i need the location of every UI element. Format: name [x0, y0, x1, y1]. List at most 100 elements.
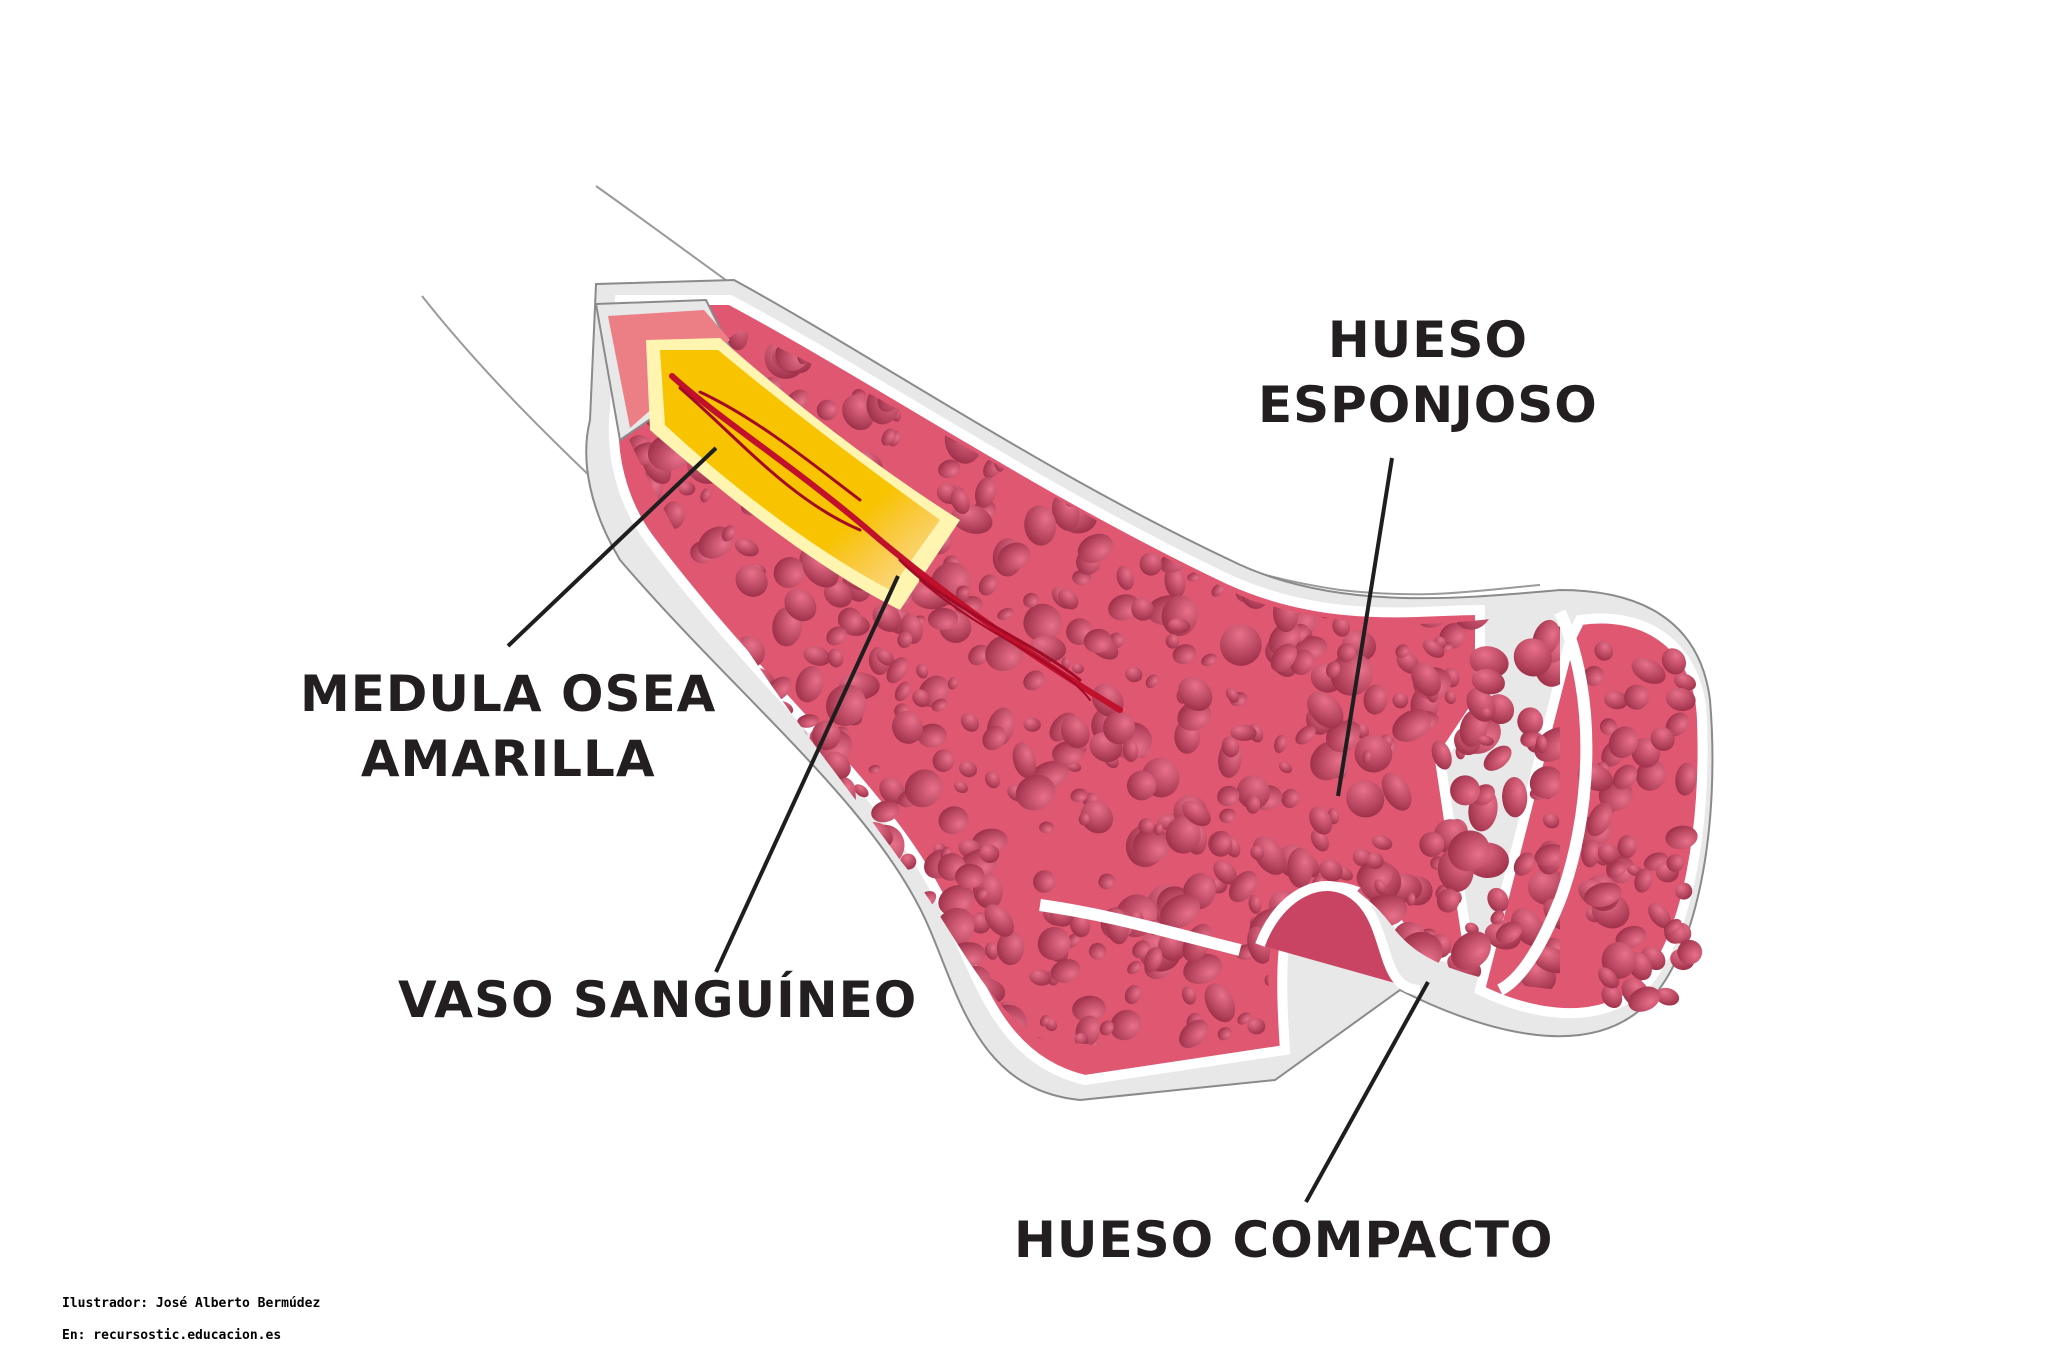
pore [1250, 552, 1264, 562]
pore [726, 870, 740, 889]
pore [1148, 483, 1171, 506]
pore [1365, 569, 1396, 589]
pore [1208, 336, 1224, 351]
pore [795, 666, 824, 703]
pore [1175, 393, 1190, 407]
pore [1478, 438, 1493, 457]
pore [1601, 985, 1623, 1009]
pore [1165, 633, 1180, 649]
pore [1546, 477, 1560, 498]
pore [1427, 448, 1456, 471]
pore [1334, 1041, 1363, 1060]
pore [675, 1064, 689, 1079]
pore [1255, 484, 1276, 510]
pore [754, 773, 795, 811]
pore [781, 771, 793, 785]
pore [1182, 379, 1208, 402]
pore [1527, 443, 1555, 468]
pore [1411, 662, 1442, 697]
pore [876, 649, 895, 666]
pore [1108, 594, 1140, 621]
pore [1230, 724, 1257, 741]
pore [1431, 740, 1452, 770]
pore [1624, 684, 1649, 710]
pore [665, 816, 682, 835]
pore [1058, 417, 1081, 439]
pore [866, 1036, 885, 1060]
pore [1628, 986, 1661, 1012]
pore [1029, 336, 1065, 375]
pore [1613, 764, 1638, 790]
pore [1346, 475, 1361, 486]
pore [1357, 1029, 1391, 1060]
leader-esponjoso [1336, 457, 1394, 797]
pore [1502, 777, 1528, 818]
pore [918, 330, 941, 352]
pore [655, 888, 673, 908]
pore [1444, 690, 1456, 705]
pore [1247, 1018, 1266, 1035]
pore [868, 1051, 907, 1060]
pore [938, 806, 969, 835]
pore [1012, 742, 1037, 778]
pore [1493, 477, 1524, 509]
pore [1138, 360, 1166, 396]
pore [1110, 1009, 1142, 1041]
pore [1073, 351, 1095, 368]
pore [1217, 1027, 1232, 1041]
pore [701, 1045, 738, 1060]
pore [1601, 941, 1636, 979]
pore [748, 842, 783, 873]
pore [1125, 666, 1143, 683]
pore [1436, 888, 1460, 913]
pore [866, 1058, 884, 1060]
pore [937, 1057, 975, 1060]
pore [947, 677, 958, 690]
pore [1538, 514, 1552, 528]
pore [1480, 707, 1494, 720]
pore [1540, 548, 1560, 579]
pore [1517, 707, 1544, 736]
pore [1237, 498, 1256, 517]
pore [1144, 947, 1163, 973]
pore [1154, 822, 1163, 836]
pore [678, 481, 696, 496]
pore [1655, 987, 1680, 1006]
pore [1023, 592, 1039, 608]
pore [814, 885, 826, 900]
pore [1421, 1025, 1439, 1045]
pore [1673, 673, 1697, 691]
pore [958, 760, 978, 778]
pore [1042, 383, 1061, 400]
pore [1131, 330, 1152, 348]
pore [1209, 515, 1233, 532]
pore [652, 817, 681, 846]
pore [1250, 845, 1265, 860]
pore [1057, 410, 1070, 423]
pore [1102, 711, 1136, 745]
pore [1586, 802, 1613, 837]
pore [849, 869, 891, 905]
pore [713, 851, 753, 893]
pore [915, 330, 946, 341]
pore [1106, 465, 1128, 483]
pore [1221, 496, 1247, 518]
pore [932, 749, 955, 773]
pore [1126, 770, 1157, 801]
pore [1608, 726, 1639, 759]
pore [1364, 531, 1375, 548]
pore [912, 689, 930, 708]
pore [1665, 825, 1698, 850]
pore [773, 557, 805, 588]
pore [1113, 365, 1129, 381]
pore [620, 877, 646, 916]
pore [1015, 356, 1053, 399]
pore [1648, 902, 1672, 929]
pore [1536, 734, 1548, 754]
pore [818, 1060, 845, 1087]
pore [1392, 692, 1409, 709]
pore [622, 876, 645, 900]
pore [963, 378, 992, 399]
pore [1213, 860, 1238, 885]
pore [1675, 882, 1693, 900]
